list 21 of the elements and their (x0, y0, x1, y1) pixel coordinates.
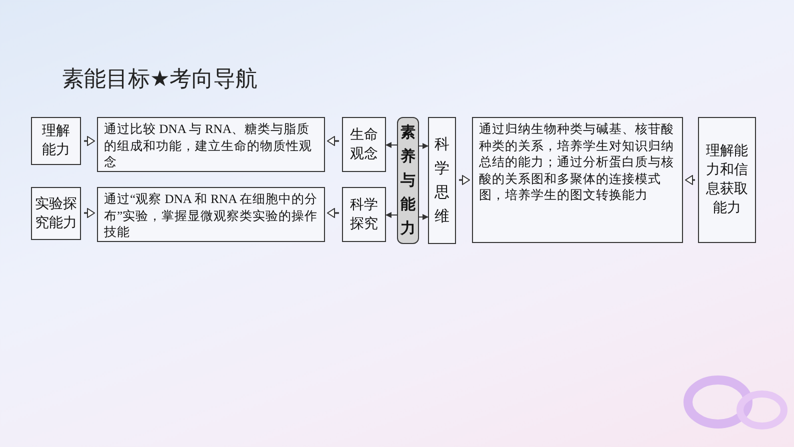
label-box: 科学探究 (342, 187, 386, 242)
label-box: 理解能力和信息获取能力 (698, 117, 756, 243)
hollow-arrow (327, 136, 339, 146)
label-box: 理解能力 (31, 117, 81, 165)
hollow-arrow (327, 208, 339, 218)
arrow (418, 214, 428, 220)
description-box: 通过比较 DNA 与 RNA、糖类与脂质的组成和功能，建立生命的物质性观念 (97, 117, 325, 172)
arrow (386, 142, 398, 148)
label-box: 生命观念 (342, 117, 386, 172)
hollow-arrow (84, 136, 95, 146)
arrow (386, 212, 398, 218)
label-box: 实验探究能力 (31, 187, 81, 240)
description-box: 通过“观察 DNA 和 RNA 在细胞中的分布”实验，掌握显微观察类实验的操作技能 (97, 187, 325, 242)
title: 素能目标★考向导航 (62, 66, 258, 94)
vertical-label-box: 素养与能力 (397, 117, 419, 244)
hollow-arrow (685, 175, 695, 185)
hollow-arrow (84, 208, 95, 218)
description-box: 通过归纳生物种类与碱基、核苷酸种类的关系，培养学生对知识归纳总结的能力；通过分析蛋白质与核酸的关系图和多聚体的连接模式图，培养学生的图文转换能力 (472, 117, 683, 243)
arrow (418, 143, 428, 149)
hollow-arrow (459, 175, 470, 185)
vertical-label-box: 科学思维 (428, 117, 456, 244)
